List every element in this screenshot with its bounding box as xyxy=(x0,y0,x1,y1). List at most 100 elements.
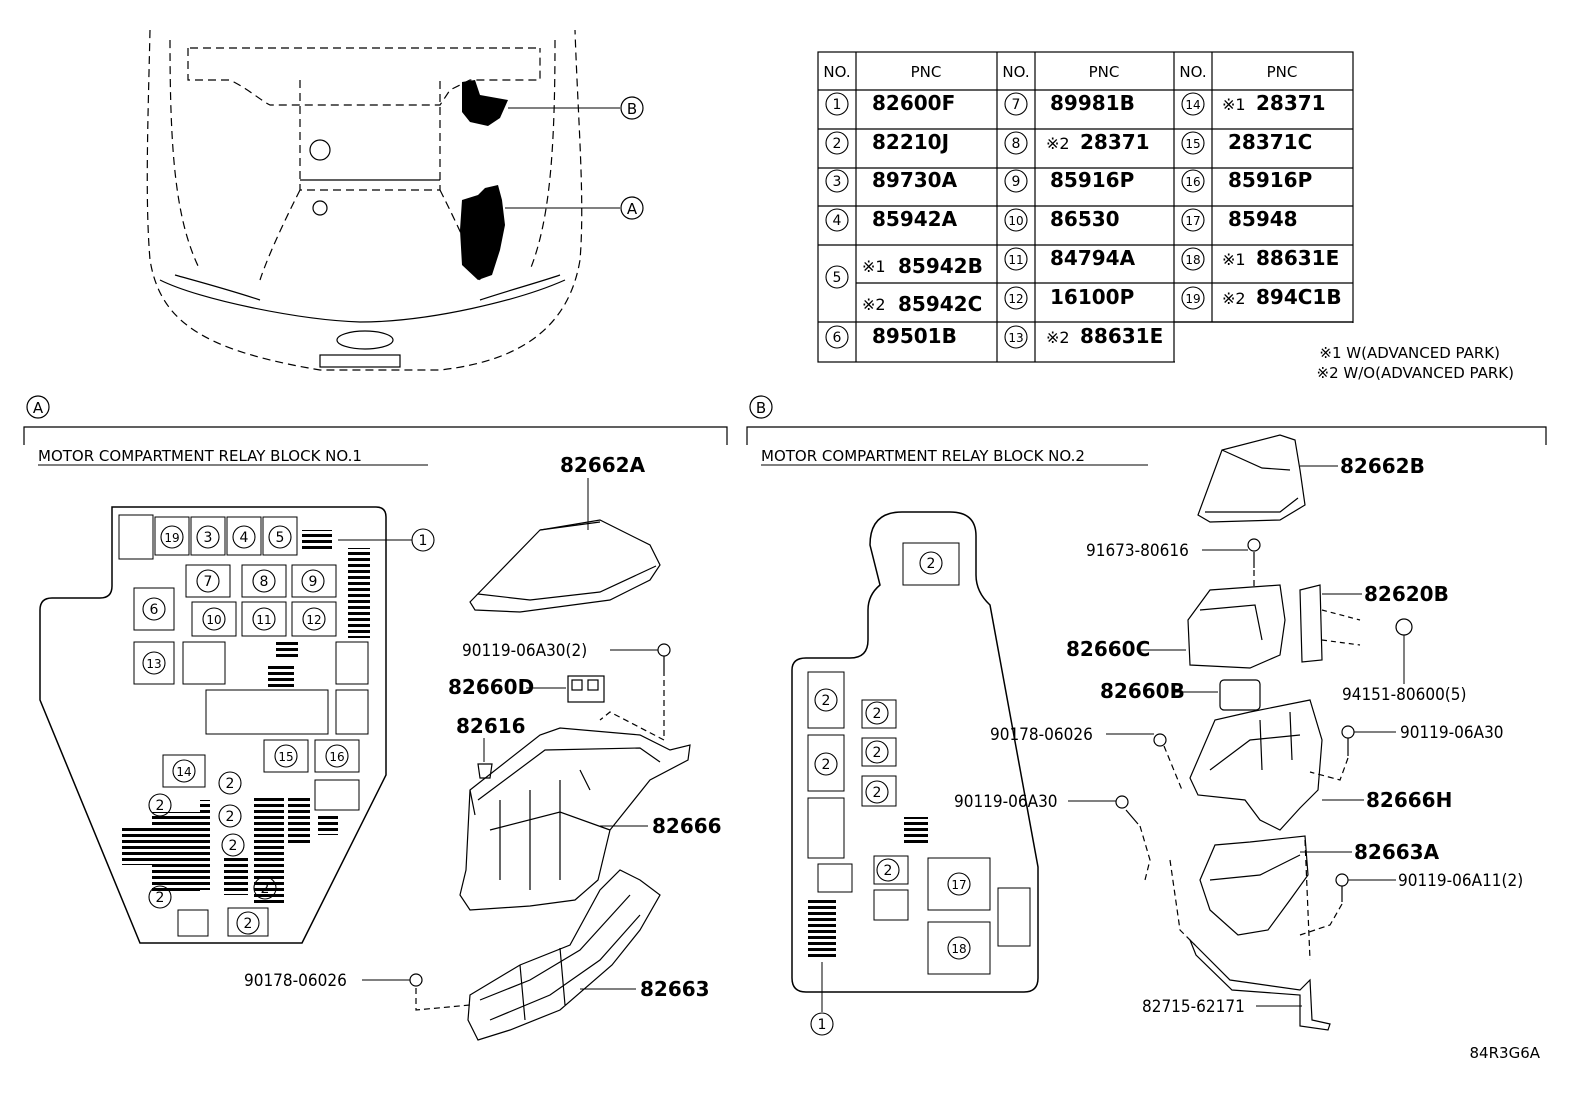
row2-no-12-circle xyxy=(1004,286,1028,310)
row2-pnc-8: 28371 xyxy=(1080,130,1150,154)
vehicle-overview xyxy=(146,29,583,371)
block1-position-9-circle xyxy=(252,607,276,631)
row1-mark-b: ※2 xyxy=(862,295,886,314)
row2-no-7: 7 xyxy=(1004,92,1028,116)
block1-position-10-label: 12 xyxy=(306,613,321,627)
block2-position-0-label: 2 xyxy=(927,556,936,572)
block1-position-7: 6 xyxy=(142,597,166,621)
note-2: ※2 W/O(ADVANCED PARK) xyxy=(1317,364,1514,382)
row1-no-2-circle xyxy=(825,131,849,155)
block2-position-3-label: 2 xyxy=(873,706,882,722)
part-90119-06a11-2: 90119-06A11(2) xyxy=(1398,871,1523,891)
block2-position-7-label: 17 xyxy=(951,878,966,892)
row3-no-17-circle xyxy=(1181,208,1205,232)
block2-position-1: 2 xyxy=(814,688,838,712)
relay-block-b-location xyxy=(462,80,508,126)
block1-position-11: 13 xyxy=(142,651,166,675)
part-82715-62171: 82715-62171 xyxy=(1142,997,1245,1017)
row2-no-9-label: 9 xyxy=(1012,174,1021,190)
relay-block-no2 xyxy=(791,511,1039,993)
block2-position-6: 2 xyxy=(876,858,900,882)
th-no-3: NO. xyxy=(1179,63,1206,81)
row2-mark-8: ※2 xyxy=(1046,134,1070,153)
row2-pnc-9: 85916P xyxy=(1050,168,1134,192)
block2-position-8: 18 xyxy=(947,936,971,960)
section-b-marker-circle xyxy=(749,395,773,419)
row2-no-10-circle xyxy=(1004,208,1028,232)
section-b-leaders xyxy=(1068,465,1405,1007)
block2-position-8-label: 18 xyxy=(951,942,966,956)
block1-position-11-label: 13 xyxy=(146,657,161,671)
part-94151-80600-5: 94151-80600(5) xyxy=(1342,685,1466,705)
block1-position-7-label: 6 xyxy=(150,602,159,618)
block2-position-6-label: 2 xyxy=(884,863,893,879)
part-82666h: 82666H xyxy=(1366,788,1452,812)
part-91673-80616: 91673-80616 xyxy=(1086,541,1189,561)
block1-position-2-label: 4 xyxy=(240,530,249,546)
block1-position-17-circle xyxy=(218,804,242,828)
row1-pnc-6: 89501B xyxy=(872,324,957,348)
block1-position-2: 4 xyxy=(232,525,256,549)
block1-position-8: 10 xyxy=(202,607,226,631)
row3-pnc-14: 28371 xyxy=(1256,91,1326,115)
part-82662a: 82662A xyxy=(560,453,646,477)
block1-position-3-label: 5 xyxy=(276,530,285,546)
block1-position-20-circle xyxy=(148,885,172,909)
row3-pnc-16: 85916P xyxy=(1228,168,1312,192)
row1-no-5-circle xyxy=(825,265,849,289)
part-82660d: 82660D xyxy=(448,675,534,699)
row3-no-17-label: 17 xyxy=(1185,214,1200,228)
block1-position-13: 16 xyxy=(325,744,349,768)
block1-position-2-circle xyxy=(232,525,256,549)
block1-position-11-circle xyxy=(142,651,166,675)
row1-pnc-b: 85942C xyxy=(898,292,982,316)
block1-position-18: 2 xyxy=(221,833,245,857)
row1-pnc-3: 89730A xyxy=(872,168,958,192)
block1-position-20-label: 2 xyxy=(156,890,165,906)
block1-position-8-circle xyxy=(202,607,226,631)
block1-position-5-circle xyxy=(252,569,276,593)
block1-position-15-circle xyxy=(218,771,242,795)
section-a-title: MOTOR COMPARTMENT RELAY BLOCK NO.1 xyxy=(38,447,362,465)
row1-no-1-circle xyxy=(825,92,849,116)
part-90178-06026-b: 90178-06026 xyxy=(990,725,1093,745)
row1-no-1-label: 1 xyxy=(833,97,842,113)
callout-a-circle xyxy=(620,196,644,220)
row3-no-14-label: 14 xyxy=(1185,98,1200,112)
block2-position-8-circle xyxy=(947,936,971,960)
block1-position-5-label: 8 xyxy=(260,574,269,590)
block1-position-16-label: 2 xyxy=(156,798,165,814)
row3-pnc-15: 28371C xyxy=(1228,130,1312,154)
part-82662b: 82662B xyxy=(1340,454,1425,478)
block1-position-19-label: 2 xyxy=(261,881,270,897)
part-82663: 82663 xyxy=(640,977,710,1001)
block1-position-1: 3 xyxy=(196,525,220,549)
row1-no-4-label: 4 xyxy=(833,213,842,229)
row2-no-7-circle xyxy=(1004,92,1028,116)
row3-no-18-circle xyxy=(1181,247,1205,271)
block2-position-2-label: 2 xyxy=(822,757,831,773)
row3-no-15-label: 15 xyxy=(1185,137,1200,151)
row1-pnc-1: 82600F xyxy=(872,91,955,115)
row1-pnc-4: 85942A xyxy=(872,207,958,231)
block1-position-8-label: 10 xyxy=(206,613,221,627)
block2-position-3-circle xyxy=(865,701,889,725)
fuse-hatches-b xyxy=(808,817,928,960)
row2-no-7-label: 7 xyxy=(1012,97,1021,113)
block2-position-2: 2 xyxy=(814,752,838,776)
block1-position-13-circle xyxy=(325,744,349,768)
row2-pnc-13: 88631E xyxy=(1080,324,1163,348)
block1-position-12-circle xyxy=(274,744,298,768)
th-no-1: NO. xyxy=(823,63,850,81)
row1-no-6-label: 6 xyxy=(833,330,842,346)
section-b-labels: 82662B 91673-80616 82620B 82660C 94151-8… xyxy=(954,454,1523,1017)
note-1: ※1 W(ADVANCED PARK) xyxy=(1319,344,1500,362)
row1-no-4-circle xyxy=(825,208,849,232)
part-90178-06026-a: 90178-06026 xyxy=(244,971,347,991)
section-a-marker-circle xyxy=(26,395,50,419)
callout-b-circle xyxy=(620,96,644,120)
block1-position-3-circle xyxy=(268,525,292,549)
th-no-2: NO. xyxy=(1002,63,1029,81)
